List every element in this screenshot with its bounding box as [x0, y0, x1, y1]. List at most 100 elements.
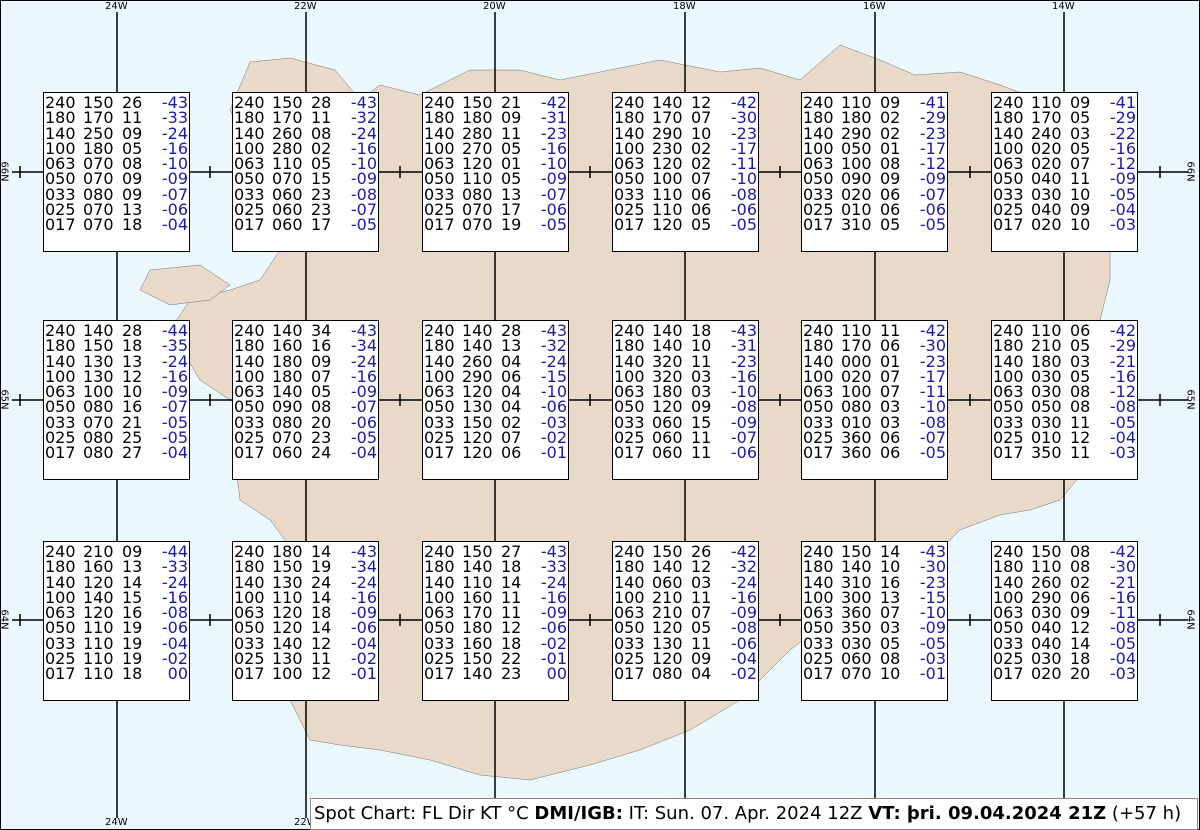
temperature: -35 [161, 336, 188, 356]
wind-direction: 160 [83, 557, 114, 577]
temperature: -24 [540, 351, 567, 371]
wind-direction: 100 [83, 382, 114, 402]
temperature: -12 [1109, 154, 1136, 174]
temperature: -05 [1109, 633, 1136, 653]
wind-direction: 110 [1031, 93, 1062, 112]
wind-speed: 03 [691, 382, 712, 402]
temperature: -09 [730, 603, 757, 623]
wind-speed: 09 [880, 93, 901, 112]
wind-speed: 03 [1070, 123, 1091, 143]
wind-speed: 12 [1070, 618, 1091, 638]
wind-speed: 05 [880, 633, 901, 653]
temperature: -42 [1109, 542, 1136, 561]
temperature: -11 [730, 154, 757, 174]
flight-level: 140 [803, 572, 834, 592]
wind-speed: 11 [1070, 169, 1091, 189]
wind-direction: 090 [272, 397, 303, 417]
flight-level: 050 [993, 169, 1024, 189]
temperature: -09 [919, 618, 946, 638]
wind-direction: 320 [652, 366, 683, 386]
wind-direction: 120 [462, 382, 493, 402]
flight-level: 050 [45, 397, 76, 417]
wind-speed: 13 [122, 557, 143, 577]
wind-direction: 040 [1031, 200, 1062, 220]
wind-direction: 110 [272, 587, 303, 607]
wind-direction: 180 [272, 351, 303, 371]
wind-speed: 11 [691, 443, 712, 463]
chart-caption: Spot Chart: FL Dir KT °C DMI/IGB: IT: Su… [310, 798, 1198, 830]
flight-level: 100 [614, 587, 645, 607]
wind-direction: 030 [1031, 382, 1062, 402]
wind-direction: 290 [462, 366, 493, 386]
wind-direction: 060 [841, 649, 872, 669]
temperature: -05 [919, 633, 946, 653]
temperature: -08 [1109, 397, 1136, 417]
wind-direction: 210 [83, 542, 114, 561]
wind-speed: 28 [311, 93, 332, 112]
wind-direction: 210 [652, 603, 683, 623]
flight-level: 240 [993, 321, 1024, 340]
temperature: -03 [1109, 443, 1136, 463]
flight-level: 017 [803, 215, 834, 235]
flight-level: 100 [45, 366, 76, 386]
wind-speed: 20 [311, 412, 332, 432]
wind-speed: 19 [501, 215, 522, 235]
lon-label-top: 20W [483, 1, 506, 12]
wind-direction: 150 [841, 542, 872, 561]
wind-direction: 030 [1031, 649, 1062, 669]
temperature: -34 [350, 336, 377, 356]
flight-level: 025 [614, 200, 645, 220]
wind-speed: 03 [880, 618, 901, 638]
temperature: -43 [540, 542, 567, 561]
wind-speed: 09 [691, 649, 712, 669]
wind-direction: 110 [652, 200, 683, 220]
flight-level: 017 [993, 215, 1024, 235]
wind-direction: 080 [272, 412, 303, 432]
flight-level: 240 [803, 542, 834, 561]
flight-level: 017 [45, 664, 76, 684]
flight-level: 050 [45, 169, 76, 189]
temperature: -09 [350, 603, 377, 623]
temperature: -03 [919, 649, 946, 669]
flight-level: 025 [45, 649, 76, 669]
wind-direction: 290 [1031, 587, 1062, 607]
temperature: -04 [161, 443, 188, 463]
temperature: -43 [540, 321, 567, 340]
flight-level: 050 [803, 618, 834, 638]
flight-level: 050 [614, 397, 645, 417]
flight-level: 180 [803, 557, 834, 577]
wind-speed: 03 [880, 412, 901, 432]
temperature: -04 [730, 649, 757, 669]
wind-speed: 06 [691, 184, 712, 204]
temperature: -10 [350, 154, 377, 174]
wind-direction: 130 [652, 633, 683, 653]
wind-speed: 07 [691, 603, 712, 623]
temperature: -06 [730, 200, 757, 220]
temperature: -05 [1109, 412, 1136, 432]
wind-direction: 140 [272, 382, 303, 402]
flight-level: 240 [614, 93, 645, 112]
temperature: -24 [161, 572, 188, 592]
flight-level: 050 [234, 618, 265, 638]
wind-direction: 180 [83, 138, 114, 158]
flight-level: 017 [614, 443, 645, 463]
flight-level: 033 [614, 633, 645, 653]
